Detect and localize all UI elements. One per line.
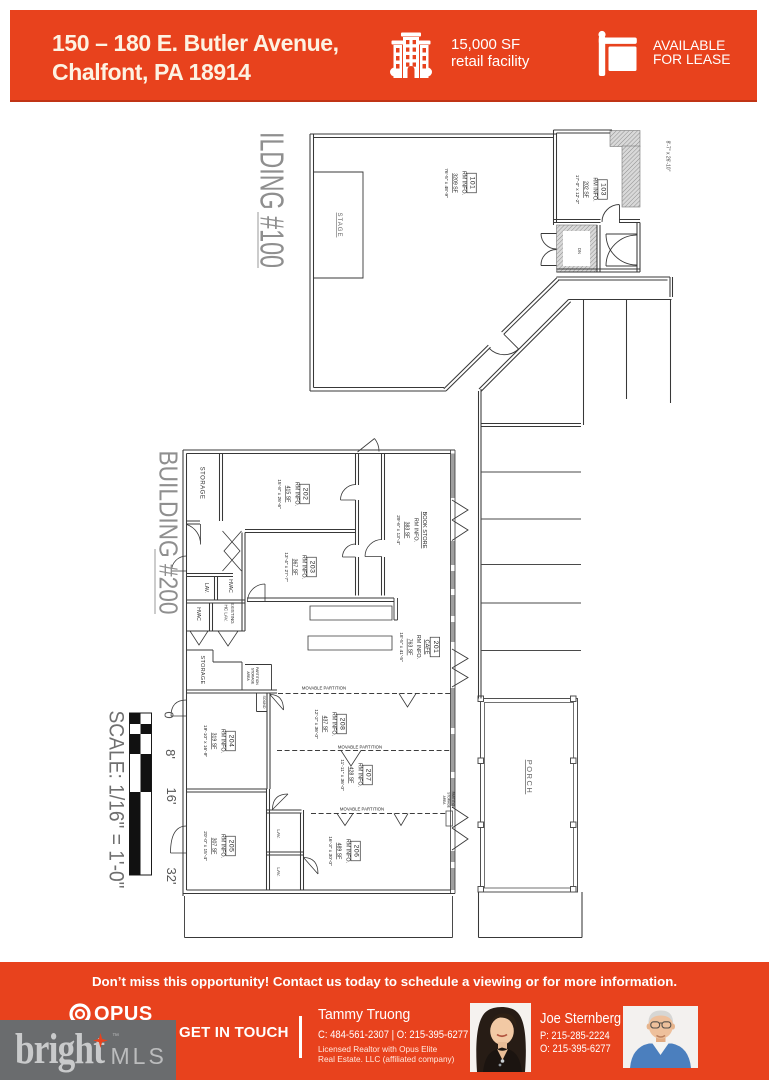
svg-text:12'-2" x 36'-0": 12'-2" x 36'-0" <box>313 709 319 739</box>
svg-text:32': 32' <box>164 868 179 885</box>
svg-text:STAGE: STAGE <box>336 213 342 238</box>
svg-text:RM INFO.: RM INFO. <box>356 763 362 787</box>
svg-text:103: 103 <box>600 183 607 196</box>
svg-text:STORAGE: STORAGE <box>251 668 255 685</box>
svg-text:204: 204 <box>228 735 235 748</box>
svg-text:489 SF: 489 SF <box>336 843 342 860</box>
svg-text:RM INFO.: RM INFO. <box>344 839 350 863</box>
svg-text:RM INFO.: RM INFO. <box>219 834 225 858</box>
svg-text:BOOK STORE: BOOK STORE <box>421 512 427 549</box>
svg-text:AREA: AREA <box>442 796 446 806</box>
svg-text:MOVABLE PARTITION: MOVABLE PARTITION <box>338 745 382 750</box>
svg-text:RM INFO.: RM INFO. <box>293 482 299 506</box>
svg-text:STORAGE: STORAGE <box>447 792 451 808</box>
svg-text:LAV.: LAV. <box>203 583 209 593</box>
svg-text:206: 206 <box>353 845 360 858</box>
svg-text:LAV.: LAV. <box>276 829 281 838</box>
svg-text:15'-8" x 26'-6": 15'-8" x 26'-6" <box>276 479 282 509</box>
svg-text:319 SF: 319 SF <box>211 733 217 750</box>
svg-text:SOUND: SOUND <box>262 696 266 709</box>
svg-text:18'-5" x 41'-5": 18'-5" x 41'-5" <box>398 632 404 662</box>
svg-text:202: 202 <box>302 488 309 501</box>
svg-text:MOVABLE PARTITION: MOVABLE PARTITION <box>302 686 346 691</box>
svg-text:SCALE: 1/16" = 1'-0": SCALE: 1/16" = 1'-0" <box>105 711 128 889</box>
svg-text:RM INFO.: RM INFO. <box>460 171 466 195</box>
svg-text:DN: DN <box>577 248 582 254</box>
svg-text:207: 207 <box>365 769 372 782</box>
svg-text:8': 8' <box>163 749 178 759</box>
svg-text:205: 205 <box>228 840 235 853</box>
svg-text:201: 201 <box>432 641 439 654</box>
svg-text:RM INFO.: RM INFO. <box>415 635 421 659</box>
svg-text:20'-0" x 15'-4": 20'-0" x 15'-4" <box>202 831 208 861</box>
svg-text:763 SF: 763 SF <box>406 639 412 656</box>
svg-text:16'-3" x 30'-0": 16'-3" x 30'-0" <box>327 836 333 866</box>
svg-text:16': 16' <box>164 788 179 805</box>
svg-text:PARTITION: PARTITION <box>451 792 455 809</box>
svg-text:17'-0" x 12'-2": 17'-0" x 12'-2" <box>574 175 580 205</box>
svg-text:RM INFO.: RM INFO. <box>330 712 336 736</box>
svg-text:8'-7" x 26'-10": 8'-7" x 26'-10" <box>665 141 671 172</box>
svg-text:203: 203 <box>309 561 316 574</box>
svg-text:AREA: AREA <box>246 671 250 681</box>
svg-text:ILDING #100: ILDING #100 <box>254 132 291 268</box>
svg-text:BUILDING #200: BUILDING #200 <box>154 451 184 615</box>
svg-text:STORAGE: STORAGE <box>199 656 205 685</box>
svg-text:383 SF: 383 SF <box>404 522 410 539</box>
svg-text:PARTITION: PARTITION <box>255 667 259 685</box>
svg-text:RM INFO.: RM INFO. <box>412 518 418 542</box>
svg-text:76'-5" x 48'-9": 76'-5" x 48'-9" <box>443 168 449 198</box>
svg-text:415 SF: 415 SF <box>285 486 291 503</box>
svg-text:3209 SF: 3209 SF <box>452 173 458 193</box>
svg-text:EXISTING: EXISTING <box>230 602 235 624</box>
svg-text:101: 101 <box>469 177 476 190</box>
svg-text:0: 0 <box>162 711 177 718</box>
svg-text:CAFE: CAFE <box>424 640 430 655</box>
svg-text:307 SF: 307 SF <box>211 838 217 855</box>
svg-text:19'-10" x 16'-9": 19'-10" x 16'-9" <box>202 725 208 757</box>
svg-text:HC LAV.: HC LAV. <box>224 604 229 621</box>
svg-text:RM INFO.: RM INFO. <box>300 555 306 579</box>
svg-text:STORAGE: STORAGE <box>199 467 205 500</box>
svg-text:202 SF: 202 SF <box>583 181 589 198</box>
svg-text:RM INFO.: RM INFO. <box>219 729 225 753</box>
svg-text:11'-11" x 36'-0": 11'-11" x 36'-0" <box>339 759 345 791</box>
svg-text:MOVABLE PARTITION: MOVABLE PARTITION <box>340 807 384 812</box>
svg-text:HVAC: HVAC <box>227 579 233 593</box>
svg-text:208: 208 <box>339 718 346 731</box>
svg-text:13'-4" x 27'-7": 13'-4" x 27'-7" <box>283 552 289 582</box>
svg-text:437 SF: 437 SF <box>322 716 328 733</box>
svg-text:367 SF: 367 SF <box>292 559 298 576</box>
svg-text:29'-6" x 13'-4": 29'-6" x 13'-4" <box>395 515 401 545</box>
svg-text:RM INFO.: RM INFO. <box>591 177 597 201</box>
svg-text:LAV.: LAV. <box>276 867 281 876</box>
svg-text:428 SF: 428 SF <box>348 767 354 784</box>
svg-text:PORCH: PORCH <box>525 760 534 795</box>
svg-text:HVAC: HVAC <box>195 607 201 621</box>
